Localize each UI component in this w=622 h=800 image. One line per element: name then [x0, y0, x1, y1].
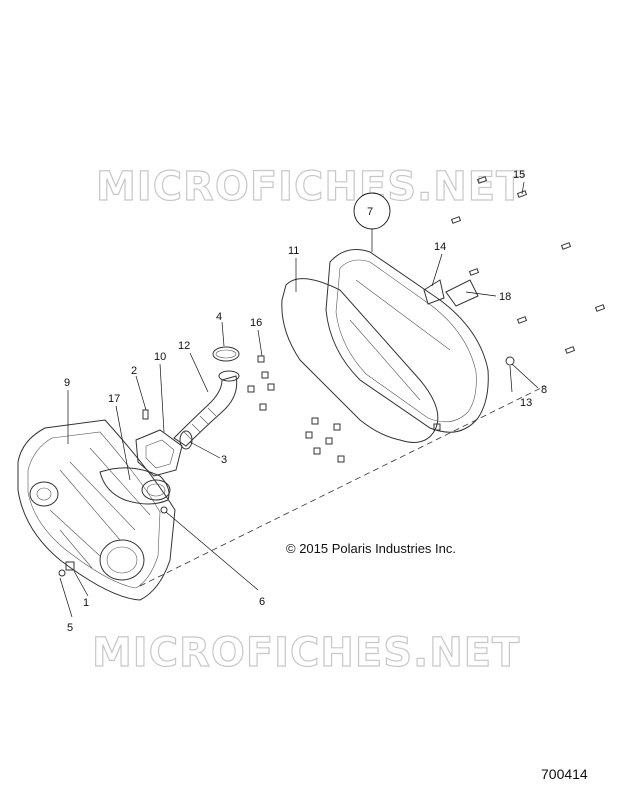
intake-adapter [135, 429, 183, 477]
fasteners-left [58, 409, 168, 577]
hose-clamp-bottom [179, 430, 193, 450]
callout-18: 18 [499, 291, 511, 303]
callout-17: 17 [108, 393, 120, 405]
callout-11: 11 [288, 245, 299, 257]
callout-1: 1 [83, 597, 89, 609]
alignment-line [139, 385, 546, 587]
callout-14: 14 [434, 241, 446, 253]
inlet-duct [99, 467, 171, 505]
copyright-text: © 2015 Polaris Industries Inc. [286, 541, 456, 556]
callout-4: 4 [216, 311, 222, 323]
callout-2: 2 [131, 365, 137, 377]
document-number: 700414 [541, 766, 588, 782]
outer-clutch-cover [325, 249, 489, 433]
intake-hose [173, 370, 240, 447]
callout-7: 7 [367, 206, 373, 218]
watermark-top: MICROFICHES.NET [96, 164, 524, 210]
callout-13: 13 [520, 397, 532, 409]
callout-8: 8 [541, 384, 547, 396]
cover-seal [281, 278, 439, 443]
callout-5: 5 [67, 622, 73, 634]
leader-lines [59, 181, 539, 618]
bolt-set [247, 176, 606, 463]
callout-3: 3 [221, 454, 227, 466]
callout-16: 16 [250, 317, 262, 329]
callout-15: 15 [513, 169, 525, 181]
watermark-bottom: MICROFICHES.NET [92, 630, 520, 676]
decal-parts [423, 279, 515, 366]
callout-12: 12 [178, 340, 190, 352]
inner-clutch-cover [17, 419, 176, 601]
callout-9: 9 [64, 377, 70, 389]
hose-clamp-top [212, 346, 240, 362]
callout-10: 10 [154, 351, 166, 363]
callout-6: 6 [259, 596, 265, 608]
